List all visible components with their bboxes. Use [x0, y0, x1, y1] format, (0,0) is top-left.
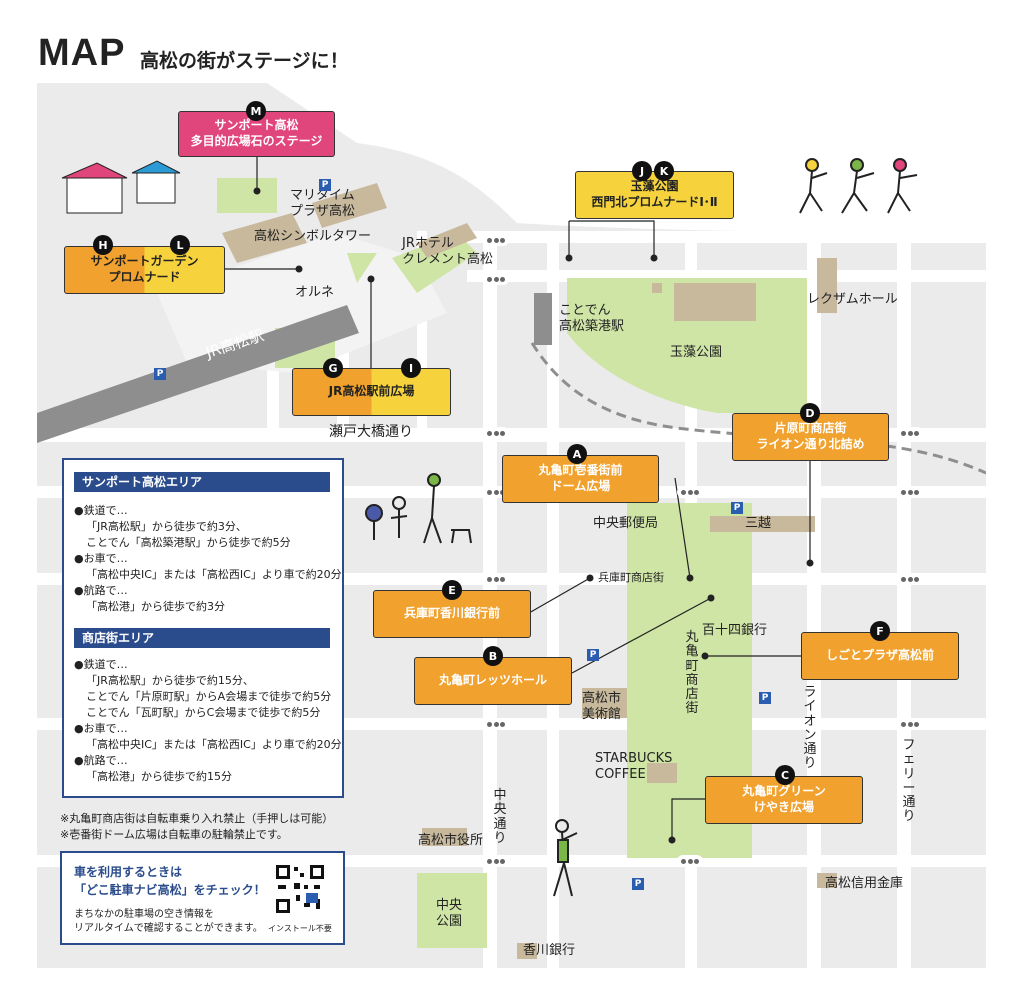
venue-badge-m: M: [246, 101, 266, 121]
bus-stop-icon: [897, 486, 923, 498]
parking-icon: P: [632, 878, 644, 890]
orune-label: オルネ: [295, 285, 335, 300]
bus-stop-icon: [897, 718, 923, 730]
area2-line: ●航路で…: [74, 754, 128, 767]
walking-person-illustration: [553, 819, 578, 897]
bus-stop-icon: [483, 855, 509, 867]
market-stalls-illustration: [61, 160, 181, 214]
area2-heading: 商店街エリア: [74, 628, 330, 648]
venue-badge-l: L: [170, 235, 190, 255]
seto-ohashi-street-label: 瀬戸大橋通り: [329, 424, 413, 440]
area2-line: ことでん「瓦町駅」からC会場まで徒歩で約5分: [86, 706, 321, 719]
parking-icon: P: [759, 692, 771, 704]
bus-stop-icon: [483, 234, 509, 246]
area1-heading: サンポート高松エリア: [74, 472, 330, 492]
kagawa-bank-label: 香川銀行: [523, 943, 576, 958]
venue-badge-j: J: [632, 161, 652, 181]
area1-line: ことでん「高松築港駅」から徒歩で約5分: [86, 536, 291, 549]
area1-line: ●鉄道で…: [74, 504, 128, 517]
parking-icon: P: [731, 502, 743, 514]
venue-badge-h: H: [93, 235, 113, 255]
city-hall-label: 高松市役所: [418, 833, 484, 848]
bus-stop-icon: [483, 273, 509, 285]
ferry-street-label: フェリー通り: [902, 738, 916, 825]
hyogomachi-shopping-street-label: 兵庫町商店街: [598, 571, 664, 584]
chuo-street-label: 中央通り: [493, 788, 507, 846]
venue-badge-k: K: [654, 161, 674, 181]
parking-description-2: リアルタイムで確認することができます。: [74, 923, 263, 934]
area2-line: ●お車で…: [74, 722, 128, 735]
bus-stop-icon: [897, 573, 923, 585]
parking-description-1: まちなかの駐車場の空き情報を: [74, 909, 214, 920]
takamatsu-shinkin-label: 高松信用金庫: [825, 876, 904, 891]
venue-badge-c: C: [775, 765, 795, 785]
venue-badge-a: A: [567, 444, 587, 464]
area1-line: 「高松中央IC」または「高松西IC」より車で約20分: [86, 568, 342, 581]
dancers-illustration: [799, 158, 918, 214]
central-post-office-label: 中央郵便局: [593, 516, 659, 531]
parking-icon: P: [587, 649, 599, 661]
hyakujushi-bank-label: 百十四銀行: [702, 623, 768, 638]
starbucks-label: STARBUCKS COFFEE: [595, 751, 673, 782]
chuo-park-label: 中央 公園: [436, 898, 463, 929]
map-canvas[interactable]: マリタイム プラザ高松 高松シンボルタワー JRホテル クレメント高松 オルネ …: [37, 83, 986, 968]
bus-stop-icon: [677, 486, 703, 498]
rexam-hall-label: レクザムホール: [807, 292, 898, 307]
bus-stop-icon: [483, 718, 509, 730]
parking-icon: P: [154, 368, 166, 380]
family-walking-illustration: [365, 473, 472, 544]
venue-badge-b: B: [483, 646, 503, 666]
area1-line: 「高松港」から徒歩で約3分: [86, 600, 225, 613]
note-bicycle-ban: ※丸亀町商店街は自転車乗り入れ禁止（手押しは可能）: [60, 812, 334, 825]
symbol-tower-label: 高松シンボルタワー: [254, 229, 372, 244]
parking-icon: P: [319, 179, 331, 191]
venue-badge-i: I: [401, 358, 421, 378]
venue-badge-d: D: [800, 403, 820, 423]
venue-jk-tamamo-park-promenade[interactable]: 玉藻公園 西門北プロムナードⅠ･Ⅱ: [575, 171, 734, 219]
parking-headline-1: 車を利用するときは: [74, 865, 183, 879]
page-subtitle: 高松の街がステージに！: [140, 50, 349, 72]
maritime-plaza-label: マリタイム プラザ高松: [290, 188, 356, 219]
page-title: MAP: [38, 32, 126, 74]
access-info-panel: サンポート高松エリア ●鉄道で… 「JR高松駅」から徒歩で約3分、 ことでん「高…: [62, 458, 344, 798]
area2-line: 「JR高松駅」から徒歩で約15分、: [86, 674, 254, 687]
area2-line: 「高松中央IC」または「高松西IC」より車で約20分: [86, 738, 342, 751]
area2-line: 「高松港」から徒歩で約15分: [86, 770, 232, 783]
parking-navi-panel[interactable]: 車を利用するときは 「どこ駐車ナビ高松」をチェック！ まちなかの駐車場の空き情報…: [60, 851, 345, 945]
install-not-required-label: インストール不要: [268, 924, 332, 933]
area2-line: ことでん「片原町駅」からA会場まで徒歩で約5分: [86, 690, 332, 703]
qr-code-icon[interactable]: [274, 863, 326, 915]
venue-badge-e: E: [442, 580, 462, 600]
art-museum-label: 高松市 美術館: [582, 691, 622, 722]
area2-line: ●鉄道で…: [74, 658, 128, 671]
bus-stop-icon: [483, 427, 509, 439]
bus-stop-icon: [677, 855, 703, 867]
area1-line: ●お車で…: [74, 552, 128, 565]
note-bicycle-parking-ban: ※壱番街ドーム広場は自転車の駐輪禁止です。: [60, 828, 288, 841]
lion-street-label: ライオン通り: [803, 685, 817, 772]
area1-line: 「JR高松駅」から徒歩で約3分、: [86, 520, 247, 533]
area1-line: ●航路で…: [74, 584, 128, 597]
venue-hl-sunport-garden-promenade[interactable]: サンポートガーデン プロムナード: [64, 246, 225, 294]
mitsukoshi-label: 三越: [745, 516, 772, 531]
bus-stop-icon: [483, 573, 509, 585]
parking-headline-2: 「どこ駐車ナビ高松」をチェック！: [74, 883, 266, 897]
tamamo-park-label: 玉藻公園: [670, 345, 723, 360]
jr-hotel-label: JRホテル クレメント高松: [402, 236, 494, 267]
venue-gi-jr-takamatsu-station-plaza[interactable]: JR高松駅前広場: [292, 368, 451, 416]
bus-stop-icon: [897, 427, 923, 439]
marugamemachi-shopping-street-label: 丸亀町商店街: [685, 630, 699, 717]
kotoden-chikko-station-label: ことでん 高松築港駅: [559, 303, 625, 334]
venue-badge-f: F: [870, 621, 890, 641]
venue-badge-g: G: [323, 358, 343, 378]
